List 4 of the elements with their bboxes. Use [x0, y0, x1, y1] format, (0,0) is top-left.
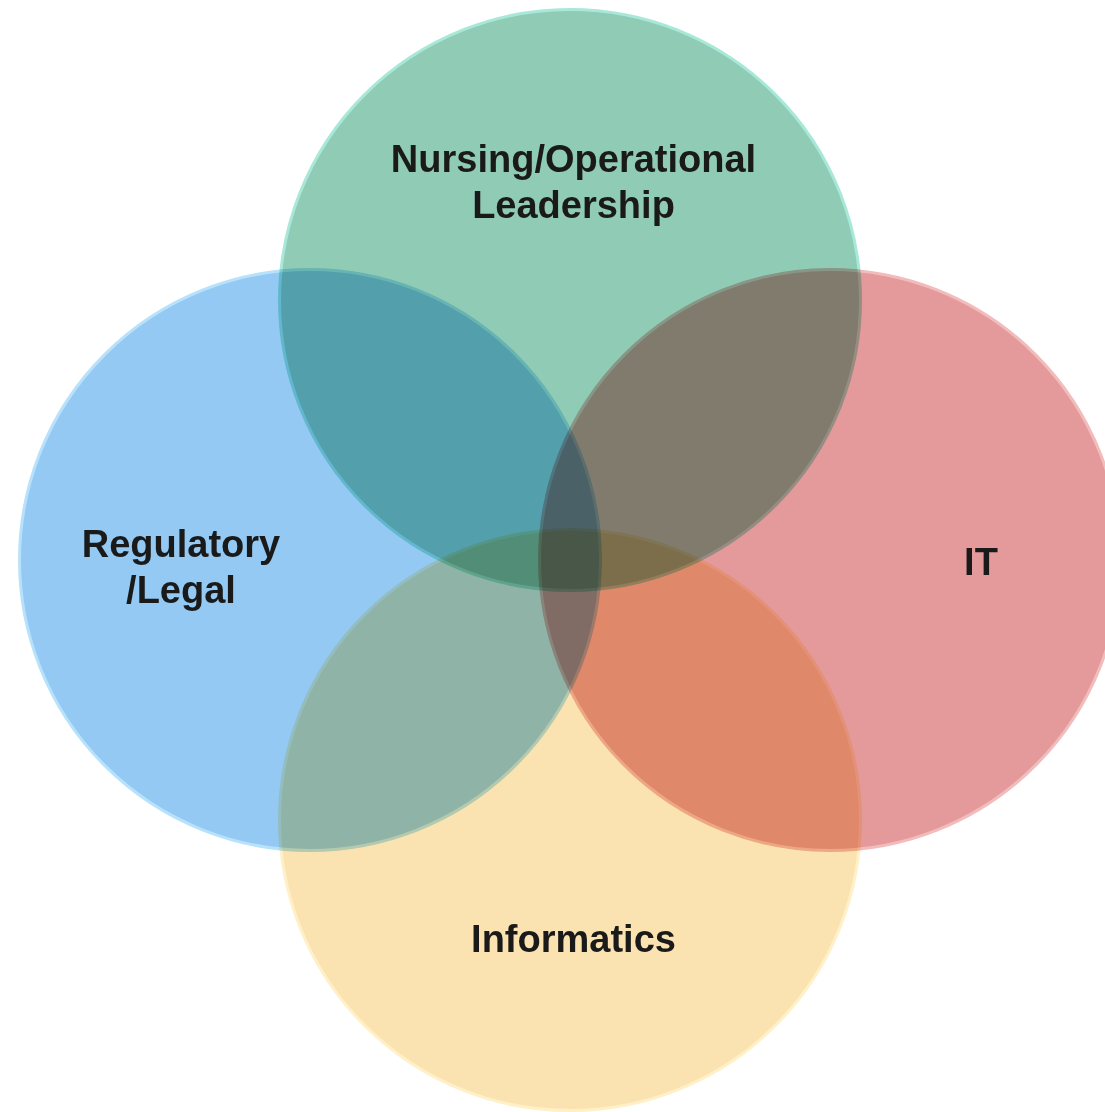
circle-label: Regulatory /Legal [80, 522, 282, 613]
circle-label: IT [963, 540, 999, 585]
circle-label: Informatics [470, 917, 677, 962]
circle-label: Nursing/Operational Leadership [389, 137, 758, 228]
